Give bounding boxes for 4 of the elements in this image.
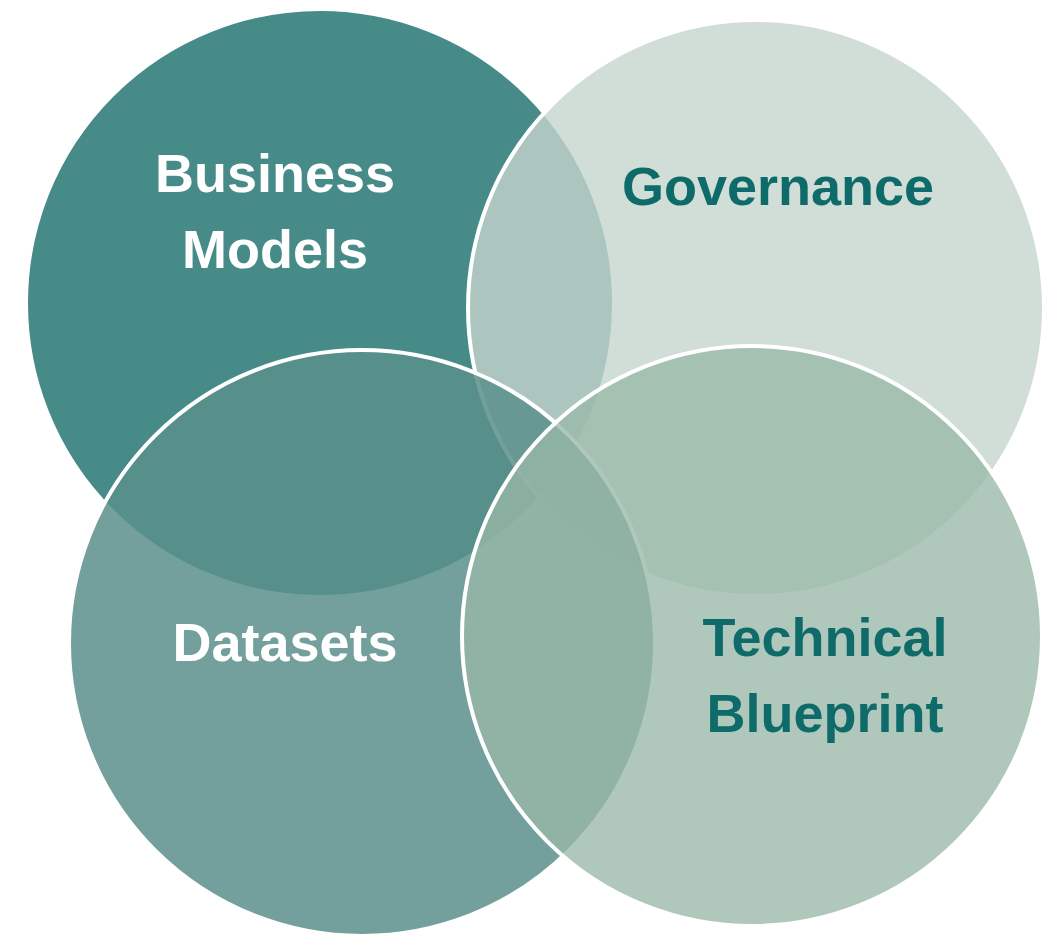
circle-label: Governance [620, 155, 936, 219]
circle-label: Business Models [153, 142, 397, 281]
circle-label: Datasets [171, 611, 399, 675]
circle-label: Technical Blueprint [701, 606, 949, 745]
